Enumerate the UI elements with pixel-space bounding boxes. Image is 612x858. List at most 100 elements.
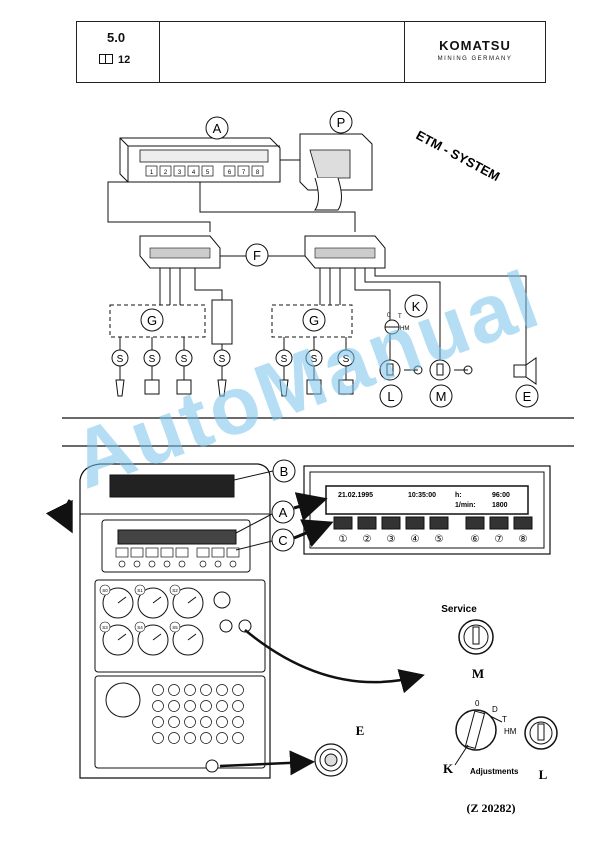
gauge-label: S5 [172, 625, 178, 630]
k-switch-hm: HM [400, 326, 409, 332]
keypad-key-label: 1 [150, 170, 154, 176]
display-h-value: 96:00 [492, 492, 510, 499]
callout-g-left: G [147, 313, 157, 328]
keypad-key [187, 165, 200, 177]
keypad-key-label: 5 [206, 170, 210, 176]
sensor-icon [144, 379, 160, 395]
service-key-switch [458, 619, 494, 655]
fuse [232, 684, 244, 696]
callout-e-top: E [523, 389, 532, 404]
keypad-key [237, 165, 250, 177]
display-date: 21.02.1995 [338, 492, 373, 499]
section-cell: 5.0 12 [77, 22, 160, 82]
callout-m-bottom: M [472, 666, 484, 681]
keypad-key [201, 165, 214, 177]
document-header: 5.0 12 KOMATSU MINING GERMANY [76, 21, 546, 83]
fuse [152, 684, 164, 696]
callout-b: B [280, 464, 289, 479]
gauge-label: S0 [102, 588, 108, 593]
button-number: ⑥ [471, 534, 480, 545]
fuse [216, 716, 228, 728]
button-number: ⑧ [519, 534, 528, 545]
dash-key [175, 547, 189, 558]
gauge-label: S4 [137, 625, 143, 630]
etm-system-title: ETM - SYSTEM [414, 127, 503, 184]
key-switch-m-top [429, 359, 473, 381]
sensor-icon [306, 379, 322, 395]
button-number: ⑤ [435, 534, 444, 545]
callout-g-right: G [309, 313, 319, 328]
sensor-s-label: S [281, 354, 288, 365]
brand-subtitle: MINING GERMANY [437, 56, 513, 62]
etm-display-panel [303, 465, 551, 555]
k-switch-t: T [398, 314, 402, 320]
dash-key [160, 547, 174, 558]
callout-f: F [253, 248, 261, 263]
display-function-key [513, 516, 533, 530]
brand-cell: KOMATSU MINING GERMANY [404, 22, 545, 82]
keypad-key-label: 4 [192, 170, 196, 176]
sensor-s-label: S [311, 354, 318, 365]
service-label: Service [441, 604, 477, 615]
gauge-label: S3 [102, 625, 108, 630]
button-number: ② [363, 534, 372, 545]
adj-hm: HM [504, 727, 517, 736]
gauge-label: S1 [137, 588, 143, 593]
fuse [216, 732, 228, 744]
fuse [168, 716, 180, 728]
fuse [152, 700, 164, 712]
adj-t: T [502, 715, 507, 724]
printer-unit-p [299, 133, 373, 211]
keypad-key [223, 165, 236, 177]
fuse [200, 684, 212, 696]
keypad-key-label: 3 [178, 170, 182, 176]
adj-d: D [492, 705, 498, 714]
display-function-key [465, 516, 485, 530]
figure-reference: (Z 20282) [467, 801, 516, 815]
fuse [184, 716, 196, 728]
probe-icon [279, 379, 289, 397]
display-rpm-label: 1/min: [455, 502, 476, 509]
book-icon [99, 54, 113, 64]
fuse [184, 732, 196, 744]
display-function-key [381, 516, 401, 530]
callout-k-top: K [412, 299, 421, 314]
fuse [200, 732, 212, 744]
module-left [139, 235, 221, 269]
callout-e-bottom: E [356, 723, 365, 738]
dash-key [196, 547, 210, 558]
sensor-s-label: S [343, 354, 350, 365]
fuse [168, 700, 180, 712]
keypad-key-label: 2 [164, 170, 168, 176]
dash-key [130, 547, 144, 558]
fuse [184, 700, 196, 712]
display-function-key [333, 516, 353, 530]
sensor-icon [338, 379, 354, 395]
display-function-key [489, 516, 509, 530]
fuse [216, 684, 228, 696]
display-time: 10:35:00 [408, 492, 436, 499]
sensor-s-label: S [117, 354, 124, 365]
keypad-key [159, 165, 172, 177]
gauge-label: S2 [172, 588, 178, 593]
dash-key [226, 547, 240, 558]
fuse [168, 684, 180, 696]
display-function-key [357, 516, 377, 530]
section-number: 5.0 [107, 30, 126, 45]
fuse [216, 700, 228, 712]
key-switch-l-top [379, 359, 423, 381]
sensor-s-label: S [219, 354, 226, 365]
callout-a-bottom: A [279, 505, 288, 520]
key-switch-l-bottom [524, 716, 558, 750]
button-number: ⑦ [495, 534, 504, 545]
keypad-key-label: 8 [256, 170, 260, 176]
keypad-key [173, 165, 186, 177]
keypad-key [145, 165, 158, 177]
callout-a-top: A [213, 121, 222, 136]
button-number: ① [339, 534, 348, 545]
brand-logo: KOMATSU [439, 38, 511, 53]
dash-key [115, 547, 129, 558]
